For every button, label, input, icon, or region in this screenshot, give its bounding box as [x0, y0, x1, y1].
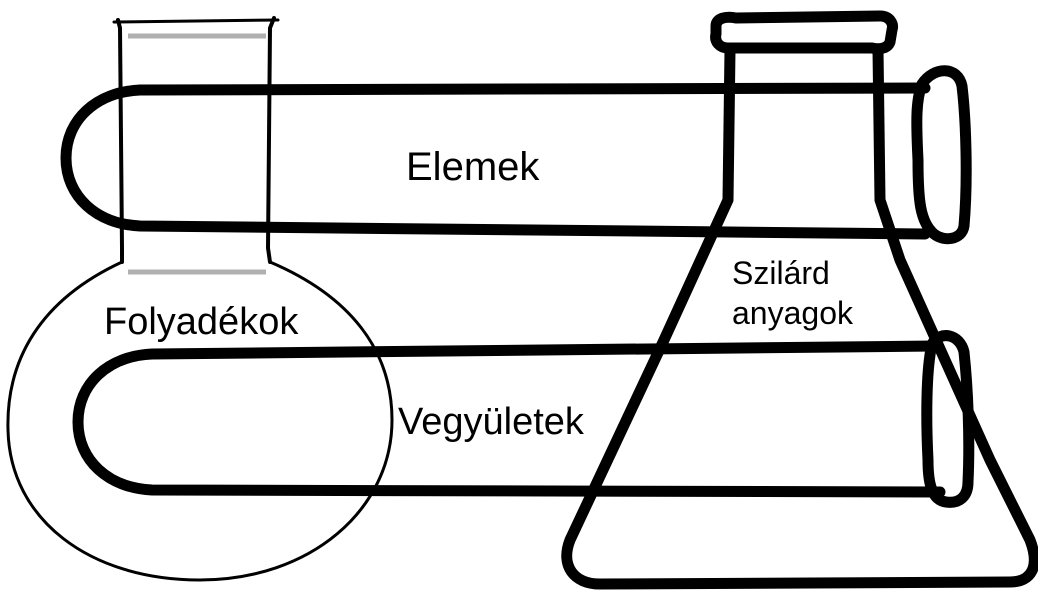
round-bottom-flask — [6, 16, 394, 582]
round-flask-neck-left — [116, 18, 124, 264]
round-flask-neck-right — [266, 16, 276, 264]
erlenmeyer-lip — [710, 10, 898, 55]
test-tube-vegyuletek — [72, 330, 975, 508]
erlenmeyer-flask — [561, 10, 1038, 590]
label-folyadekok: Folyadékok — [104, 301, 299, 343]
label-szilard: Szilárd — [732, 255, 830, 291]
round-flask-lip — [112, 18, 280, 24]
test-tube-elemek-body — [60, 82, 931, 240]
test-tube-vegyuletek-cap — [921, 330, 975, 508]
label-anyagok: anyagok — [732, 295, 854, 331]
test-tube-elemek-cap — [911, 65, 972, 245]
round-flask-bulb — [6, 260, 394, 582]
label-elemek: Elemek — [406, 145, 540, 189]
label-vegyuletek: Vegyületek — [398, 401, 585, 443]
erlenmeyer-left-wall — [561, 44, 1038, 590]
test-tube-vegyuletek-body — [72, 340, 946, 498]
test-tube-elemek — [60, 65, 972, 245]
